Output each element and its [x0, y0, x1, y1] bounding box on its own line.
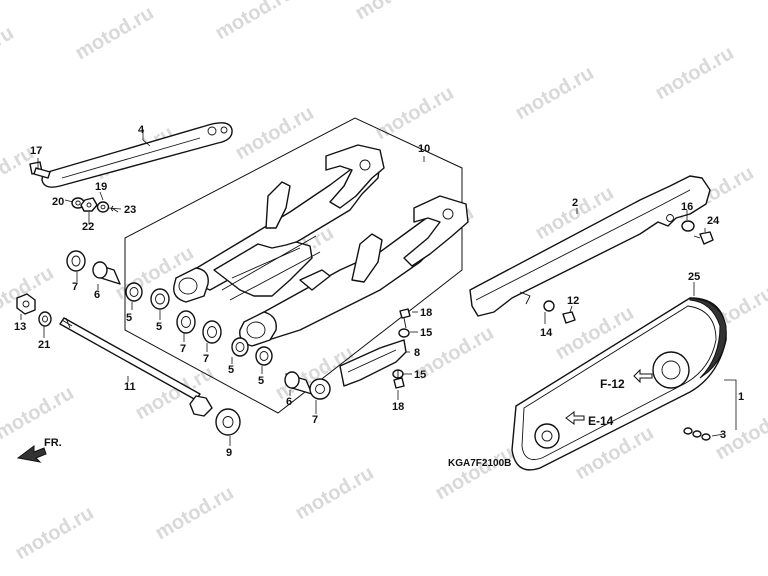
- watermark-text: motod.ru: [292, 462, 378, 524]
- part-label-p17: 17: [30, 145, 42, 157]
- part-label-p7a: 7: [72, 281, 78, 293]
- chain-case-2-part: [469, 175, 711, 317]
- part-label-p6b: 6: [286, 396, 292, 408]
- leader-lines: [20, 129, 737, 446]
- part-label-p21: 21: [38, 339, 50, 351]
- ref-label-e14: E-14: [588, 414, 614, 428]
- part-label-p15b: 15: [414, 369, 426, 381]
- dust-seal-7b-part: [176, 310, 196, 334]
- collar-15a-part: [398, 328, 410, 338]
- part-label-p10: 10: [418, 143, 430, 155]
- swingarm-box-frame: [124, 117, 463, 414]
- collar-9-part: [215, 408, 241, 436]
- part-label-p25: 25: [688, 271, 700, 283]
- bearing-5a-part: [125, 282, 143, 302]
- part-label-p11: 11: [124, 381, 136, 393]
- part-label-p13: 13: [14, 321, 26, 333]
- pivot-bolt-11-part: [59, 317, 213, 417]
- part-label-p5a: 5: [126, 312, 132, 324]
- watermark-text: motod.ru: [12, 502, 98, 564]
- watermark-text: motod.ru: [372, 82, 458, 144]
- part-label-p1: 1: [738, 391, 744, 403]
- watermark-text: motod.ru: [232, 102, 318, 164]
- part-label-p7b: 7: [180, 343, 186, 355]
- part-label-p5d: 5: [258, 375, 264, 387]
- part-label-p4: 4: [138, 124, 145, 136]
- watermark-text: motod.ru: [512, 62, 598, 124]
- rear-sprocket-part: [652, 351, 690, 389]
- swingarm-part: [173, 144, 469, 347]
- watermark-text: motod.ru: [0, 22, 18, 84]
- ref-arrow-e14: [565, 411, 585, 425]
- torque-link-part: [41, 122, 233, 188]
- front-direction-label: FR.: [44, 437, 62, 449]
- dust-seal-7c-part: [202, 320, 222, 344]
- bolt-18b-part: [393, 370, 405, 389]
- watermark-text: motod.ru: [212, 0, 298, 44]
- part-label-p5b: 5: [156, 321, 162, 333]
- part-label-p16: 16: [681, 201, 693, 213]
- part-label-p7d: 7: [312, 414, 318, 426]
- part-label-p8: 8: [414, 347, 420, 359]
- front-direction-arrow-icon: [16, 445, 47, 463]
- part-label-p14: 14: [540, 327, 553, 339]
- part-label-p20: 20: [52, 196, 64, 208]
- collar-6-left-part: [92, 261, 121, 285]
- part-label-p24: 24: [707, 215, 720, 227]
- watermark-text: motod.ru: [72, 2, 158, 64]
- front-sprocket-part: [534, 423, 560, 449]
- nut-22-part: [80, 197, 98, 212]
- part-label-p19: 19: [95, 181, 107, 193]
- bearing-5d-part: [255, 346, 273, 366]
- ref-arrow-f12: [633, 368, 653, 384]
- chain-joint-3-part: [683, 427, 711, 441]
- part-label-p5c: 5: [228, 364, 234, 376]
- part-label-p7c: 7: [203, 353, 209, 365]
- watermark-text: motod.ru: [492, 0, 578, 4]
- bearing-5c-part: [231, 337, 249, 357]
- part-label-p22: 22: [82, 221, 94, 233]
- diagram-code-label: KGA7F2100B: [448, 458, 511, 469]
- part-label-p23: 23: [124, 204, 136, 216]
- part-label-p15a: 15: [420, 327, 432, 339]
- collar-16-part: [681, 220, 695, 232]
- bearing-5b-part: [150, 288, 170, 310]
- dust-seal-7-left-part: [66, 250, 86, 272]
- grommet-14-part: [543, 300, 555, 312]
- part-label-p2: 2: [572, 197, 578, 209]
- part-label-p18b: 18: [392, 401, 404, 413]
- bolt-18a-part: [399, 308, 411, 329]
- washer-21-part: [38, 311, 52, 327]
- dust-seal-7d-part: [309, 378, 331, 400]
- watermark-text: motod.ru: [432, 442, 518, 504]
- part-label-p6a: 6: [94, 289, 100, 301]
- chain-slider-8-part: [339, 339, 407, 387]
- watermark-text: motod.ru: [0, 382, 78, 444]
- part-label-p9: 9: [226, 447, 232, 459]
- drive-chain-1-part: [511, 297, 727, 471]
- part-label-p18a: 18: [420, 307, 432, 319]
- nut-13-part: [16, 293, 36, 315]
- bolt-12-part: [562, 311, 576, 324]
- part-label-p3: 3: [720, 429, 726, 441]
- ref-label-f12: F-12: [600, 377, 625, 391]
- watermark-text: motod.ru: [352, 0, 438, 24]
- watermark-text: motod.ru: [152, 482, 238, 544]
- bolt-17-part: [29, 161, 51, 179]
- collar-6-right-part: [284, 371, 313, 395]
- watermark-text: motod.ru: [652, 42, 738, 104]
- washer-19-part: [96, 201, 110, 213]
- part-label-p12: 12: [567, 295, 579, 307]
- bolt-24-part: [693, 231, 714, 245]
